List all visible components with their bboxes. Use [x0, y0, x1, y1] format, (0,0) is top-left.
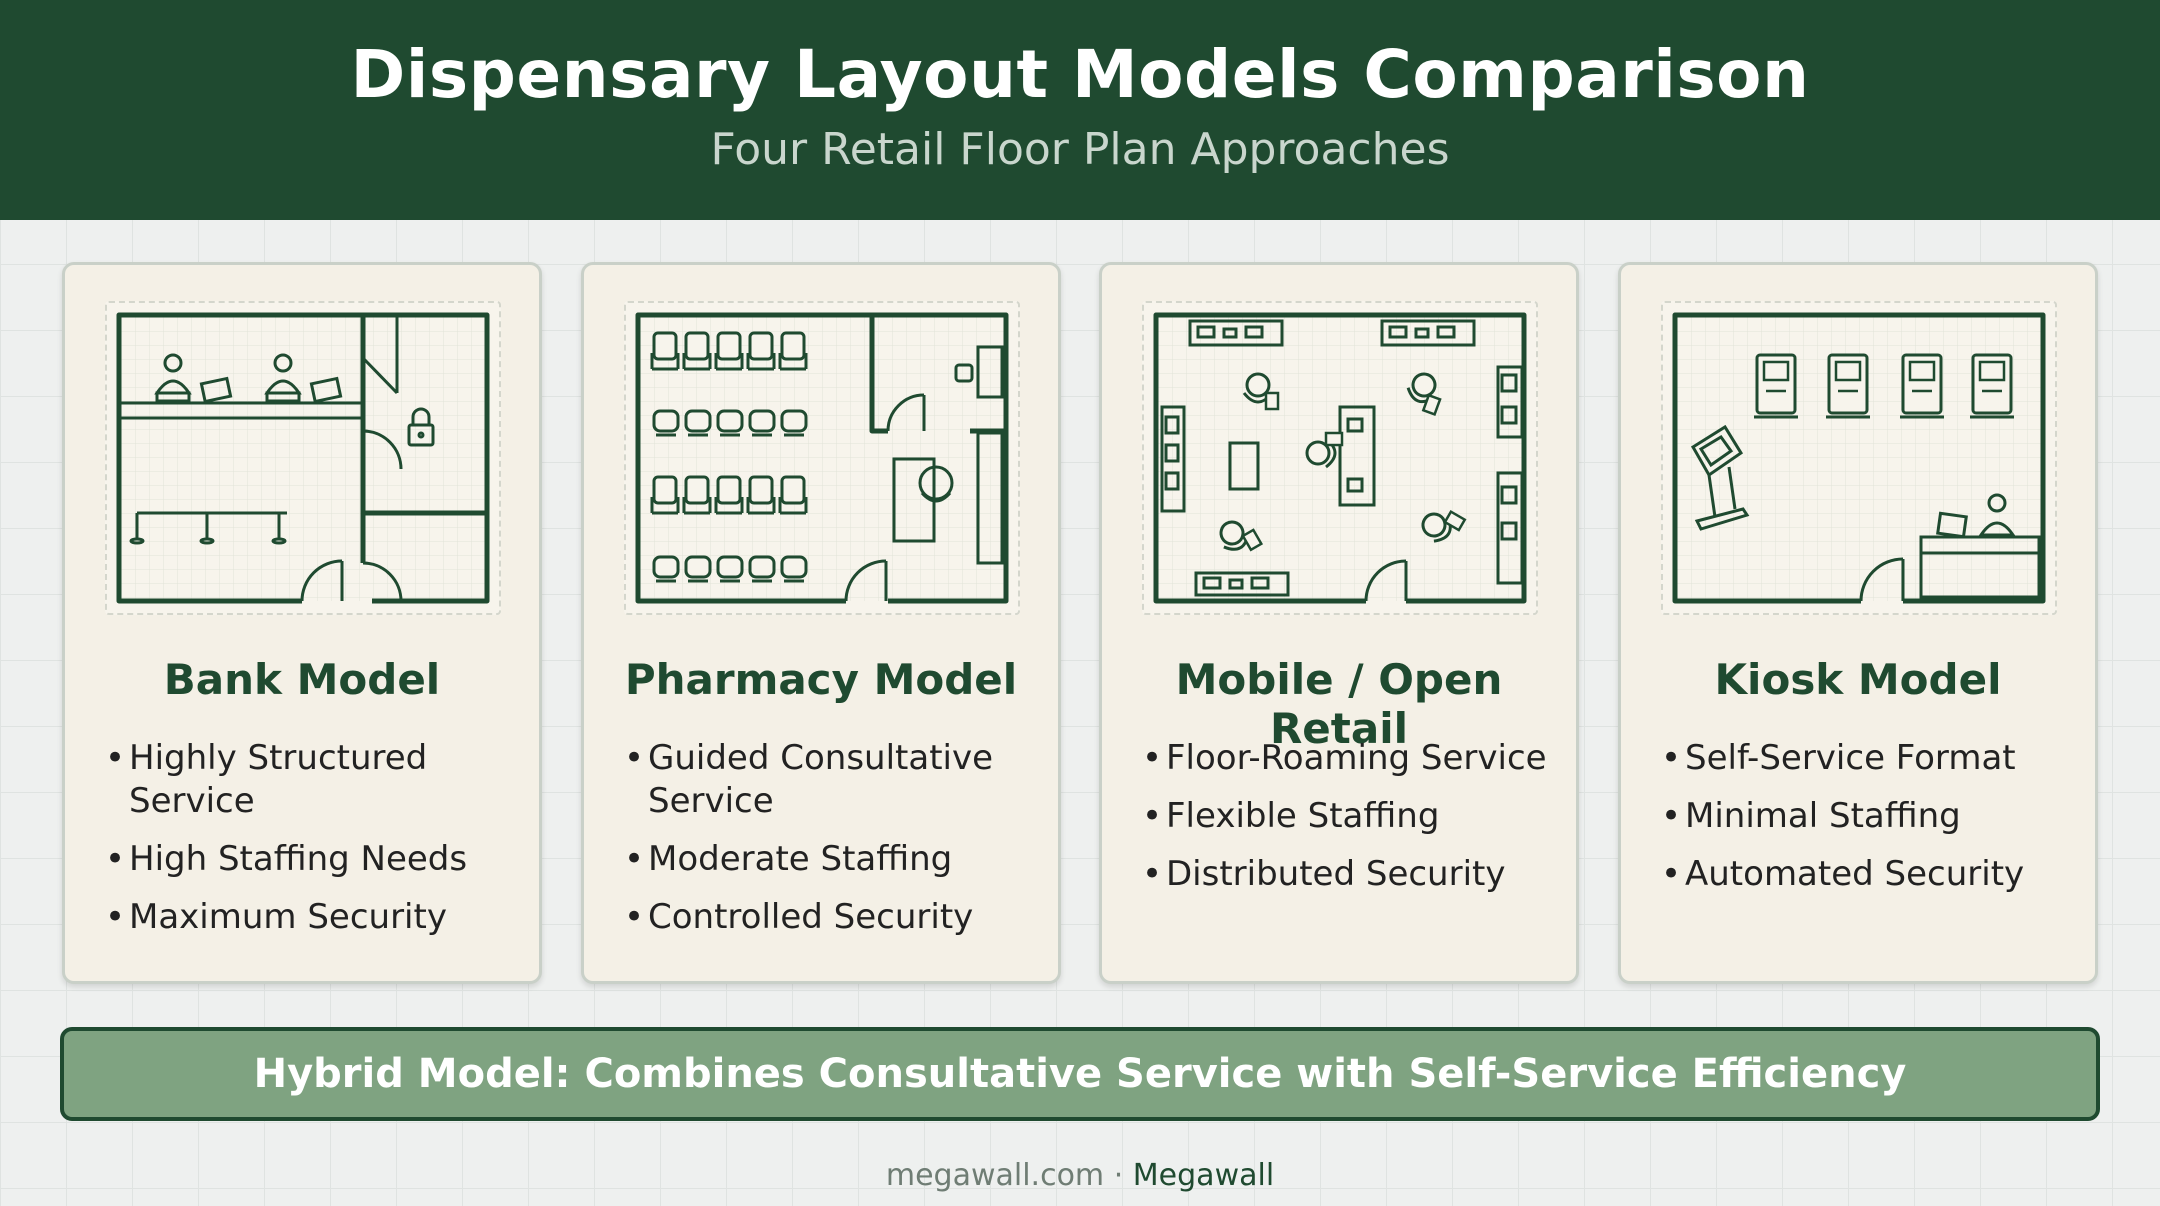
card-kiosk-model: Kiosk Model Self-Service Format Minimal …: [1618, 262, 2098, 984]
open-retail-floor-plan-icon: [1153, 312, 1527, 604]
card-title: Bank Model: [163, 655, 441, 704]
bullet-item: Distributed Security: [1142, 853, 1556, 896]
header: Dispensary Layout Models Comparison Four…: [0, 0, 2160, 220]
bullet-item: Flexible Staffing: [1142, 795, 1556, 838]
bullet-item: Floor-Roaming Service: [1142, 737, 1556, 780]
page-subtitle: Four Retail Floor Plan Approaches: [710, 124, 1450, 175]
card-bank-model: Bank Model Highly Structured Service Hig…: [62, 262, 542, 984]
footer-separator: ·: [1113, 1158, 1124, 1193]
bullet-item: Moderate Staffing: [624, 838, 1038, 881]
footer: megawall.com · Megawall: [0, 1158, 2160, 1193]
floor-plan-pharmacy: [624, 301, 1020, 615]
bullet-item: Guided Consultative Service: [624, 737, 1038, 823]
bullet-item: Self-Service Format: [1661, 737, 2075, 780]
footer-site-link[interactable]: megawall.com: [885, 1158, 1105, 1193]
card-title: Pharmacy Model: [624, 655, 1018, 704]
card-pharmacy-model: Pharmacy Model Guided Consultative Servi…: [581, 262, 1061, 984]
bullet-list: Highly Structured Service High Staffing …: [105, 737, 519, 954]
hybrid-model-banner: Hybrid Model: Combines Consultative Serv…: [60, 1027, 2100, 1121]
floor-plan-open-retail: [1142, 301, 1538, 615]
bullet-list: Guided Consultative Service Moderate Sta…: [624, 737, 1038, 954]
bullet-item: High Staffing Needs: [105, 838, 519, 881]
floor-plan-bank: [105, 301, 501, 615]
card-title: Kiosk Model: [1714, 655, 2002, 704]
card-mobile-open-retail: Mobile / Open Retail Floor-Roaming Servi…: [1099, 262, 1579, 984]
bullet-list: Self-Service Format Minimal Staffing Aut…: [1661, 737, 2075, 911]
bank-floor-plan-icon: [116, 312, 490, 604]
page-title: Dispensary Layout Models Comparison: [350, 36, 1810, 113]
bullet-item: Automated Security: [1661, 853, 2075, 896]
bullet-item: Minimal Staffing: [1661, 795, 2075, 838]
bullet-item: Maximum Security: [105, 896, 519, 939]
bullet-item: Controlled Security: [624, 896, 1038, 939]
footer-brand: Megawall: [1132, 1158, 1275, 1193]
pharmacy-floor-plan-icon: [635, 312, 1009, 604]
bullet-item: Highly Structured Service: [105, 737, 519, 823]
bullet-list: Floor-Roaming Service Flexible Staffing …: [1142, 737, 1556, 911]
kiosk-floor-plan-icon: [1672, 312, 2046, 604]
floor-plan-kiosk: [1661, 301, 2057, 615]
